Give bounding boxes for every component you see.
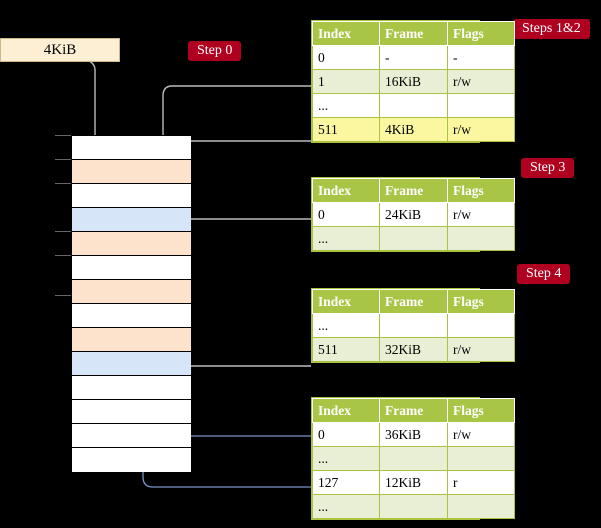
table-row: 0 - -	[312, 45, 515, 70]
column-header-flags: Flags	[447, 398, 515, 423]
table-header-row: Index Frame Flags	[312, 178, 515, 203]
cell-frame: 32KiB	[379, 337, 448, 362]
cell-flags: r	[447, 470, 515, 495]
cell-frame: 24KiB	[379, 202, 448, 227]
cell-frame	[379, 313, 448, 338]
column-header-frame: Frame	[379, 398, 448, 423]
memory-cell	[72, 160, 191, 184]
cell-flags	[447, 313, 515, 338]
page-table-level-1: Index Frame Flags 0 36KiB r/w ... 127	[311, 397, 515, 520]
cell-flags: r/w	[447, 337, 515, 362]
table-row: ...	[312, 313, 515, 338]
page-table-level-4: Index Frame Flags 0 - - 1 16KiB r/w ...	[311, 20, 515, 143]
table-row: ...	[312, 446, 515, 471]
column-header-frame: Frame	[379, 21, 448, 46]
cell-flags: -	[447, 45, 515, 70]
table-row: 0 36KiB r/w	[312, 422, 515, 447]
cell-frame: -	[379, 45, 448, 70]
table-row: 127 12KiB r	[312, 470, 515, 495]
step-label-step-3: Step 3	[521, 158, 575, 178]
memory-cell	[72, 376, 191, 400]
cell-flags	[447, 226, 515, 251]
cell-index: 0	[312, 45, 380, 70]
cell-frame	[379, 494, 448, 519]
cell-frame: 4KiB	[379, 117, 448, 142]
step-label-step-4: Step 4	[517, 264, 571, 284]
memory-cell	[72, 448, 191, 472]
memory-cell	[72, 400, 191, 424]
tick-mark	[55, 255, 71, 256]
memory-cell	[72, 208, 191, 232]
memory-cell	[72, 304, 191, 328]
source-page-box: 4KiB	[0, 38, 120, 62]
cell-flags	[447, 93, 515, 118]
page-table-level-4-grid: Index Frame Flags 0 - - 1 16KiB r/w ...	[312, 21, 515, 142]
cell-flags: r/w	[447, 69, 515, 94]
table-header-row: Index Frame Flags	[312, 21, 515, 46]
column-header-index: Index	[312, 289, 380, 314]
tick-mark	[55, 159, 71, 160]
step-label-steps-1-2: Steps 1&2	[513, 19, 590, 39]
column-header-flags: Flags	[447, 21, 515, 46]
cell-index: ...	[312, 93, 380, 118]
cell-frame: 36KiB	[379, 422, 448, 447]
tick-mark	[55, 183, 71, 184]
cell-frame: 16KiB	[379, 69, 448, 94]
column-header-index: Index	[312, 398, 380, 423]
page-table-level-2: Index Frame Flags ... 511 32KiB r/w	[311, 288, 515, 363]
cell-index: 127	[312, 470, 380, 495]
cell-frame	[379, 93, 448, 118]
cell-flags: r/w	[447, 422, 515, 447]
column-header-frame: Frame	[379, 178, 448, 203]
tick-mark	[55, 135, 71, 136]
memory-cell	[72, 232, 191, 256]
memory-cell	[72, 256, 191, 280]
table-row: ...	[312, 494, 515, 519]
cell-frame	[379, 226, 448, 251]
memory-cell	[72, 424, 191, 448]
cell-index: 511	[312, 337, 380, 362]
cell-flags	[447, 494, 515, 519]
column-header-frame: Frame	[379, 289, 448, 314]
memory-cell	[72, 280, 191, 304]
cell-flags: r/w	[447, 202, 515, 227]
page-table-level-2-grid: Index Frame Flags ... 511 32KiB r/w	[312, 289, 515, 362]
column-header-index: Index	[312, 178, 380, 203]
memory-cell	[72, 352, 191, 376]
table-row: 511 4KiB r/w	[312, 117, 515, 142]
cell-index: 1	[312, 69, 380, 94]
page-table-level-3-grid: Index Frame Flags 0 24KiB r/w ...	[312, 178, 515, 251]
cell-index: ...	[312, 313, 380, 338]
table-row: 1 16KiB r/w	[312, 69, 515, 94]
table-header-row: Index Frame Flags	[312, 398, 515, 423]
column-header-flags: Flags	[447, 178, 515, 203]
cell-index: 511	[312, 117, 380, 142]
column-header-flags: Flags	[447, 289, 515, 314]
table-row: ...	[312, 93, 515, 118]
physical-memory-column	[71, 135, 191, 472]
table-header-row: Index Frame Flags	[312, 289, 515, 314]
cell-index: ...	[312, 494, 380, 519]
cell-flags	[447, 446, 515, 471]
table-row: 511 32KiB r/w	[312, 337, 515, 362]
cell-index: ...	[312, 226, 380, 251]
cell-index: 0	[312, 202, 380, 227]
cell-flags: r/w	[447, 117, 515, 142]
memory-cell	[72, 328, 191, 352]
page-table-level-1-grid: Index Frame Flags 0 36KiB r/w ... 127	[312, 398, 515, 519]
page-table-level-3: Index Frame Flags 0 24KiB r/w ...	[311, 177, 515, 252]
table-row: 0 24KiB r/w	[312, 202, 515, 227]
step-label-step-0: Step 0	[188, 41, 242, 61]
table-row: ...	[312, 226, 515, 251]
memory-cell	[72, 184, 191, 208]
cell-index: ...	[312, 446, 380, 471]
cell-frame: 12KiB	[379, 470, 448, 495]
tick-mark	[55, 295, 71, 296]
cell-index: 0	[312, 422, 380, 447]
tick-mark	[55, 231, 71, 232]
cell-frame	[379, 446, 448, 471]
column-header-index: Index	[312, 21, 380, 46]
memory-cell	[72, 136, 191, 160]
